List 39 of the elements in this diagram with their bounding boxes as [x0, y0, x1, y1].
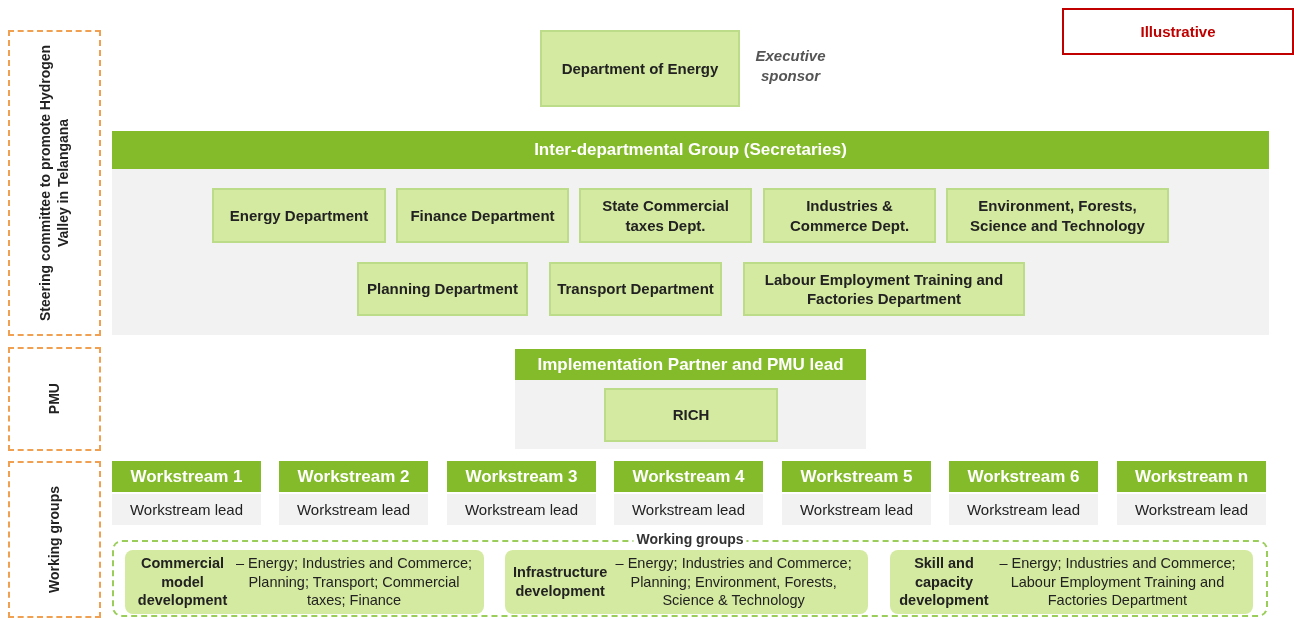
dashed-section-band — [8, 30, 101, 336]
department-box: Energy Department — [212, 188, 386, 243]
workstream-header: Workstream 5 — [782, 461, 931, 492]
role-note: Executive sponsor — [754, 46, 827, 87]
panel-header: Inter-departmental Group (Secretaries) — [112, 131, 1269, 169]
department-box: Environment, Forests, Science and Technology — [946, 188, 1169, 243]
workstream-header: Workstream n — [1117, 461, 1266, 492]
workstream-lead-label: Workstream lead — [112, 494, 261, 525]
department-box: Labour Employment Training and Factories Department — [743, 262, 1025, 316]
workstream-header: Workstream 6 — [949, 461, 1098, 492]
status-tag: Illustrative — [1062, 8, 1294, 55]
group-panel — [515, 349, 866, 449]
workstream-lead-label: Workstream lead — [782, 494, 931, 525]
working-group-box: Commercial model development – Energy; Industries and Commerce; Planning; Transport; Commercial taxes; Finance — [125, 550, 484, 614]
department-box: Planning Department — [357, 262, 528, 316]
workstream-header: Workstream 2 — [279, 461, 428, 492]
workstream-lead-label: Workstream lead — [614, 494, 763, 525]
dashed-section-band — [8, 461, 101, 618]
department-box: State Commercial taxes Dept. — [579, 188, 752, 243]
section-label: Working groups — [45, 485, 63, 594]
department-box: Transport Department — [549, 262, 722, 316]
department-box: Finance Department — [396, 188, 569, 243]
workstream-header: Workstream 1 — [112, 461, 261, 492]
workstream-header: Workstream 3 — [447, 461, 596, 492]
department-box: RICH — [604, 388, 778, 442]
section-label: PMU — [45, 383, 63, 415]
workstream-lead-label: Workstream lead — [279, 494, 428, 525]
panel-header: Implementation Partner and PMU lead — [515, 349, 866, 380]
workstream-lead-label: Workstream lead — [447, 494, 596, 525]
workstream-lead-label: Workstream lead — [949, 494, 1098, 525]
dashed-section-band — [8, 347, 101, 451]
section-label: Steering committee to promote Hydrogen Valley in Telangana — [37, 43, 72, 324]
group-panel — [112, 131, 1269, 335]
workstream-lead-label: Workstream lead — [1117, 494, 1266, 525]
department-box: Industries & Commerce Dept. — [763, 188, 936, 243]
frame-title: Working groups — [633, 531, 747, 547]
working-group-box: Infrastructure development – Energy; Industries and Commerce; Planning; Environment, Forests, Science & Technology — [505, 550, 868, 614]
workstream-header: Workstream 4 — [614, 461, 763, 492]
working-group-box: Skill and capacity development – Energy; Industries and Commerce; Labour Employment Training and Factories Department — [890, 550, 1253, 614]
